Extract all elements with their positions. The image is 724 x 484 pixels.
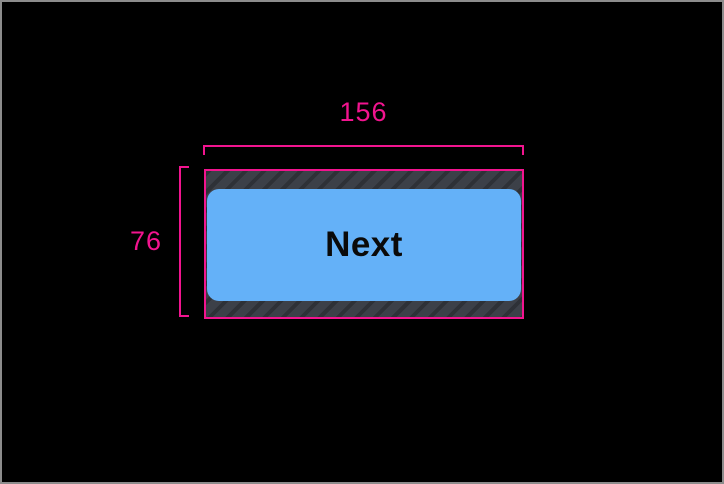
next-button-label: Next xyxy=(325,225,403,264)
width-dimension-bracket xyxy=(203,145,524,155)
height-value-label: 76 xyxy=(129,226,162,256)
selected-widget-outline: Next xyxy=(204,169,524,319)
height-dimension-bracket xyxy=(179,166,189,317)
next-button[interactable]: Next xyxy=(207,188,521,301)
width-value-label: 156 xyxy=(339,97,388,127)
